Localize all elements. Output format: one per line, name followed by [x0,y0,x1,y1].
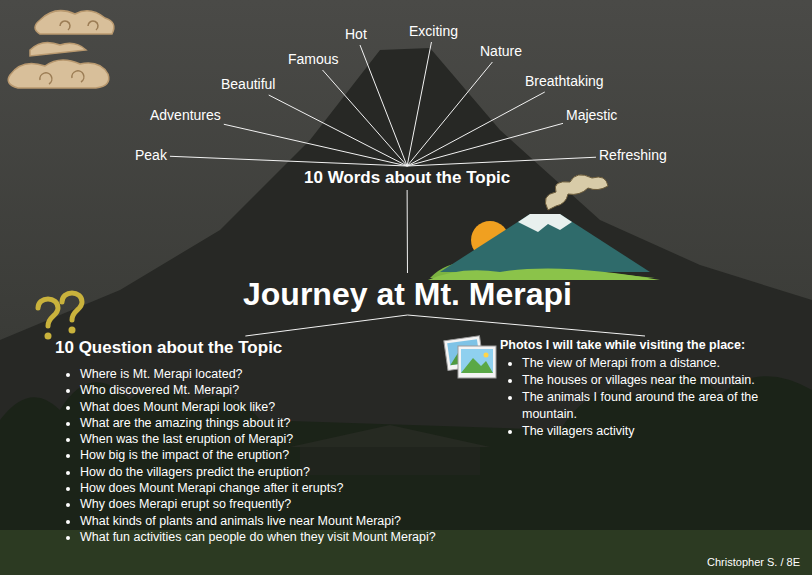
connector-line [323,70,408,166]
village-house [300,445,480,475]
cloud-ornament [8,11,114,88]
connector-stroke [407,315,645,336]
connector-line [245,315,407,336]
bullet-list: Where is Mt. Merapi located?Who discover… [55,366,436,545]
bullet-item: The villagers activity [522,423,790,440]
question-mark-icon [38,293,82,326]
bullet-item: What are the amazing things about it? [80,415,436,431]
branch-heading: 10 Words about the Topic [304,168,510,188]
house-roof [290,425,490,447]
bullet-item: How big is the impact of the eruption? [80,447,436,463]
tree-line [0,374,812,575]
cloud-swirls [40,21,98,84]
bullet-item: What fun activities can people do when t… [80,529,436,545]
bullet-item: The view of Merapi from a distance. [522,355,790,372]
mountain-silhouette [0,48,812,575]
word-text: Exciting [407,22,460,41]
connector-stroke [407,92,545,166]
word-item: Nature [478,42,524,61]
connector-stroke [360,45,407,166]
word-item: Beautiful [219,75,277,94]
word-text: Majestic [564,106,619,125]
connector-line [224,124,407,166]
bullet-item: How do the villagers predict the eruptio… [80,464,436,480]
bullet-item: What does Mount Merapi look like? [80,399,436,415]
word-item: Adventures [148,106,223,125]
author-label: Christopher S. / 8E [707,556,800,569]
connector-line [407,42,431,166]
word-text: Breathtaking [523,72,606,91]
word-text: Refreshing [597,146,669,165]
question-list-box: 10 Question about the TopicWhere is Mt. … [55,338,436,545]
connector-line [360,45,407,166]
connector-line [407,190,408,273]
word-text: Peak [133,146,169,165]
bullet-item: The animals I found around the area of t… [522,389,790,423]
bullet-item: Who discovered Mt. Merapi? [80,382,436,398]
list-heading: 10 Question about the Topic [55,338,436,358]
heading-text: Journey at Mt. Merapi [243,275,572,313]
word-item: Famous [286,50,341,69]
bullet-item: The houses or villages near the mountain… [522,372,790,389]
word-text: Beautiful [219,75,277,94]
word-item: Breathtaking [523,72,606,91]
connector-stroke [407,42,431,166]
bullet-list: The view of Merapi from a distance.The h… [500,355,790,440]
connector-line [407,62,492,166]
word-text: Famous [286,50,341,69]
connector-line [407,315,645,336]
connector-stroke [245,315,407,336]
word-text: Hot [343,25,369,44]
word-item: Hot [343,25,369,44]
word-text: Nature [478,42,524,61]
connector-stroke [407,157,596,166]
volcano-icon [428,175,660,280]
connector-stroke [407,62,492,166]
list-heading: Photos I will take while visiting the pl… [500,338,790,353]
bullet-item: When was the last eruption of Merapi? [80,431,436,447]
question-mark-dots [45,327,76,340]
central-topic: Journey at Mt. Merapi [243,275,572,313]
connector-stroke [269,95,407,166]
connector-line [407,92,545,166]
connector-line [407,157,596,166]
word-item: Exciting [407,22,460,41]
bullet-item: Why does Merapi erupt so frequently? [80,496,436,512]
photo-list-box: Photos I will take while visiting the pl… [500,338,790,440]
connector-stroke [407,190,408,273]
connector-stroke [224,124,407,166]
heading-text: 10 Words about the Topic [304,168,510,188]
word-item: Majestic [564,106,619,125]
connector-stroke [323,70,408,166]
photo-icon [444,336,496,378]
bullet-item: What kinds of plants and animals live ne… [80,513,436,529]
bullet-item: Where is Mt. Merapi located? [80,366,436,382]
word-text: Adventures [148,106,223,125]
word-item: Refreshing [597,146,669,165]
bullet-item: How does Mount Merapi change after it er… [80,480,436,496]
word-item: Peak [133,146,169,165]
connector-line [269,95,407,166]
